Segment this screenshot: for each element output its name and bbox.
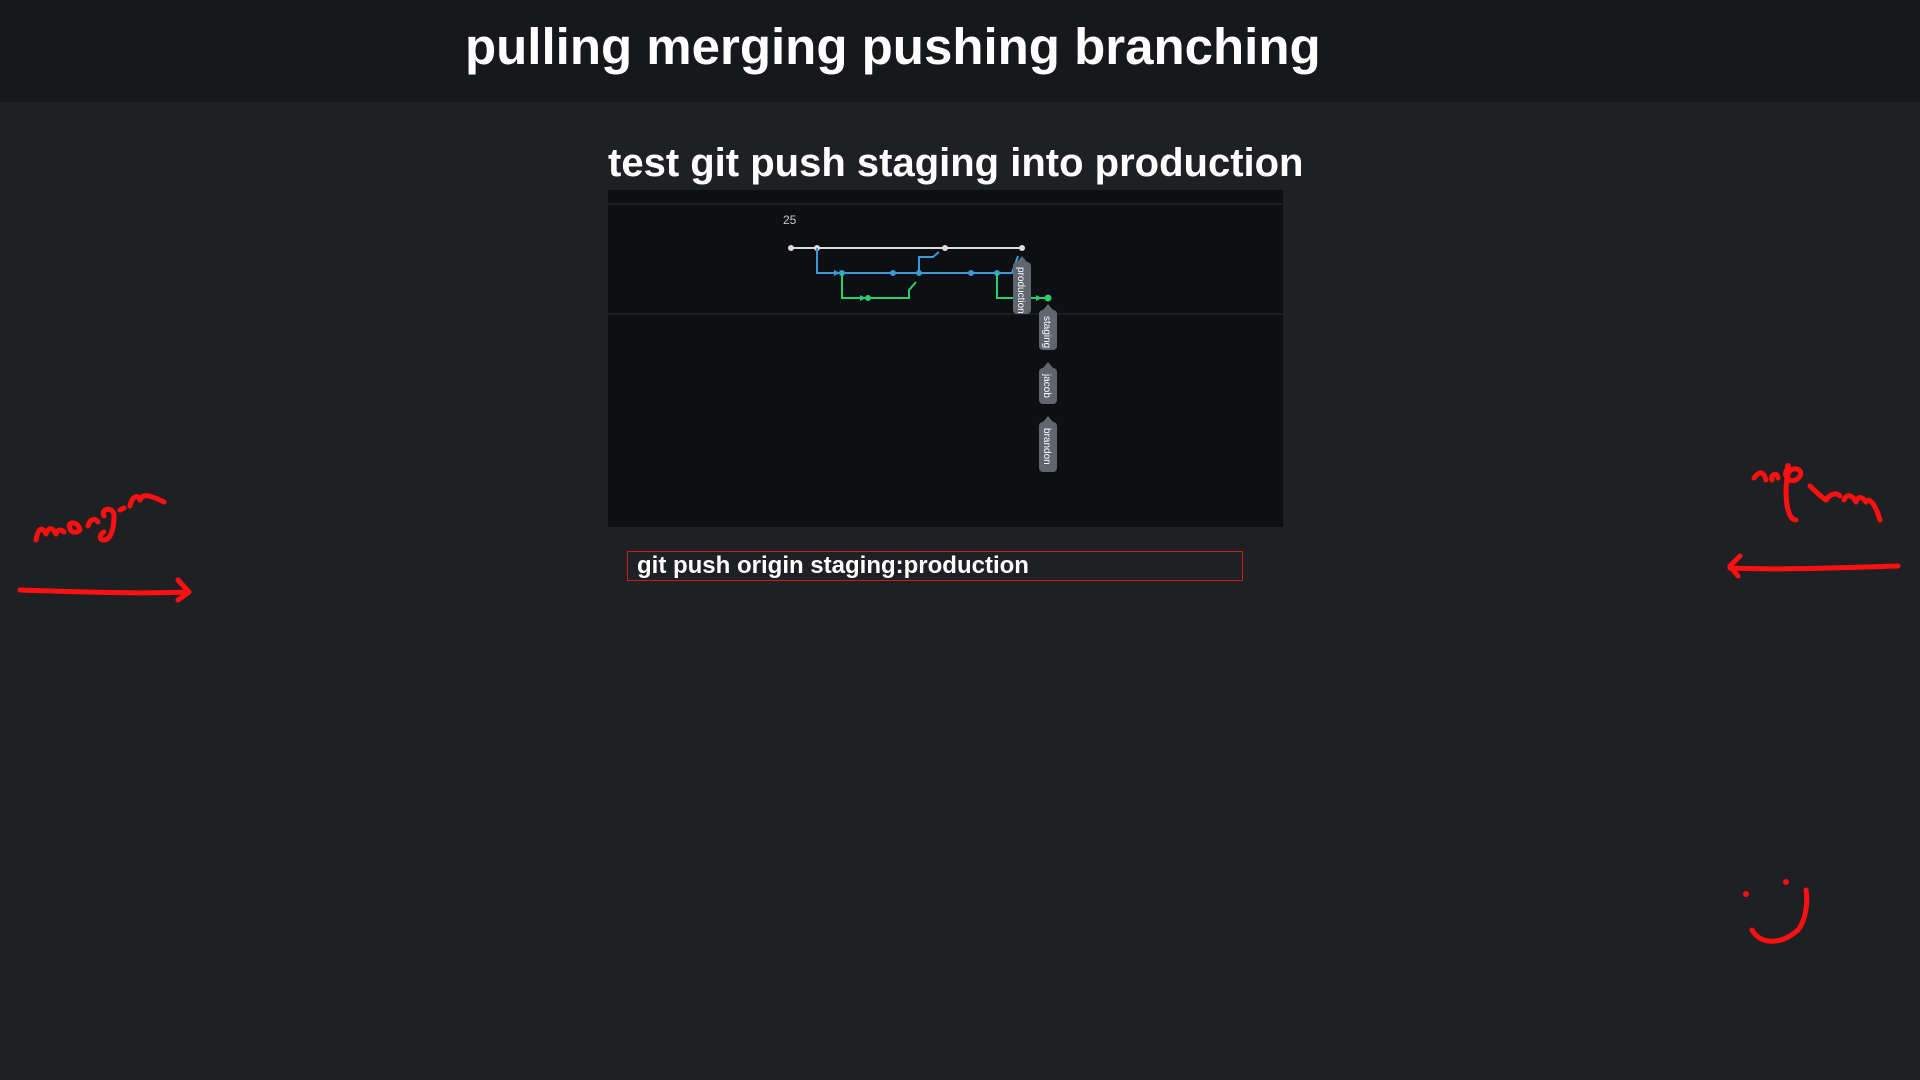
branch-tag-label: production [1015,267,1026,314]
smiley-eye [1783,879,1789,885]
commit-node[interactable] [942,245,948,251]
handwritten-stroke [1769,471,1781,483]
handwritten-stroke [1841,493,1883,523]
handwritten-stroke [117,505,127,513]
smiley-eye [1743,891,1749,897]
arrow-left-icon [1727,563,1901,572]
top-bar: pulling merging pushing branching [0,0,1920,102]
feature-commits [860,294,1052,302]
presentation-title: pulling merging pushing branching [465,18,1321,75]
git-graph-panel: 25 [608,190,1283,527]
branch-tag-brandon[interactable]: brandon [1039,416,1057,472]
commit-node[interactable] [865,295,871,301]
git-graph: 25 [608,203,1283,472]
arrow-head [1727,553,1743,579]
production-branch-line [788,245,1025,251]
branch-tag-label: jacob [1041,373,1052,398]
branch-tag-label: staging [1041,316,1052,348]
branch-tag-production[interactable]: production [1013,256,1031,314]
commit-node[interactable] [890,270,896,276]
commit-node[interactable] [1044,294,1052,302]
handwritten-stroke [97,506,117,543]
handwritten-stroke [66,520,83,535]
commit-number-label: 25 [783,213,797,227]
handwritten-word-left [33,526,67,543]
handwritten-stroke [1807,483,1843,503]
commit-node[interactable] [1019,245,1025,251]
handwritten-stroke [127,493,167,509]
arrow-right-icon [17,587,191,596]
slide-title: test git push staging into production [608,141,1304,185]
smiley-icon [1749,887,1810,944]
staging-branch-line [816,248,1019,274]
handwritten-word-right [1751,470,1769,483]
commit-node[interactable] [788,245,794,251]
git-command-box: git push origin staging:production [627,551,1243,581]
branch-tag-label: brandon [1041,428,1052,465]
branch-tag-jacob[interactable]: jacob [1039,362,1057,404]
handwritten-stroke [1783,465,1804,523]
commit-node[interactable] [916,270,922,276]
handwritten-stroke [85,516,101,529]
commit-node[interactable] [968,270,974,276]
staging-commits [834,270,1000,276]
arrow-head [175,577,192,603]
branch-tag-staging[interactable]: staging [1039,304,1057,350]
handwritten-dot [1785,463,1791,469]
